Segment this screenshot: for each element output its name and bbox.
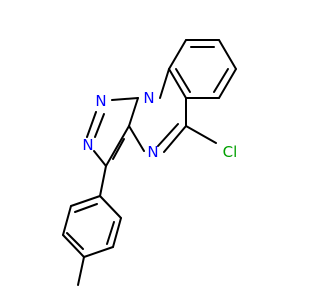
- bond: [83, 246, 114, 258]
- bond: [128, 97, 139, 127]
- atom-label-cl: Cl: [223, 143, 238, 161]
- bond: [70, 195, 101, 207]
- bond: [128, 125, 145, 152]
- bond: [218, 68, 237, 99]
- bond: [218, 39, 237, 70]
- bond: [62, 205, 72, 236]
- bond: [105, 125, 130, 167]
- molecule-structure: N N N N Cl: [62, 39, 237, 286]
- bond: [111, 97, 139, 101]
- bond: [77, 256, 85, 286]
- atom-label-n2: N: [95, 92, 106, 110]
- bond: [163, 125, 187, 153]
- bond: [94, 113, 105, 138]
- bond: [99, 165, 107, 197]
- atom-labels: N N N N Cl: [82, 89, 237, 161]
- bond: [112, 217, 122, 248]
- bond: [62, 234, 85, 258]
- bond: [168, 39, 187, 70]
- bond: [86, 111, 97, 138]
- bond: [157, 123, 179, 147]
- bond: [93, 150, 107, 167]
- bond: [112, 138, 125, 160]
- bond: [106, 221, 115, 245]
- bond: [185, 125, 217, 144]
- atom-label-n3: N: [82, 136, 93, 154]
- atom-label-n4: N: [147, 143, 158, 161]
- atom-label-n1: N: [143, 89, 154, 107]
- bond: [99, 195, 122, 219]
- bond-lines: [62, 39, 237, 286]
- bond: [168, 68, 187, 99]
- bond: [159, 68, 170, 99]
- bond: [175, 68, 191, 93]
- bond: [66, 232, 84, 250]
- bond: [74, 203, 98, 213]
- bond: [213, 68, 229, 93]
